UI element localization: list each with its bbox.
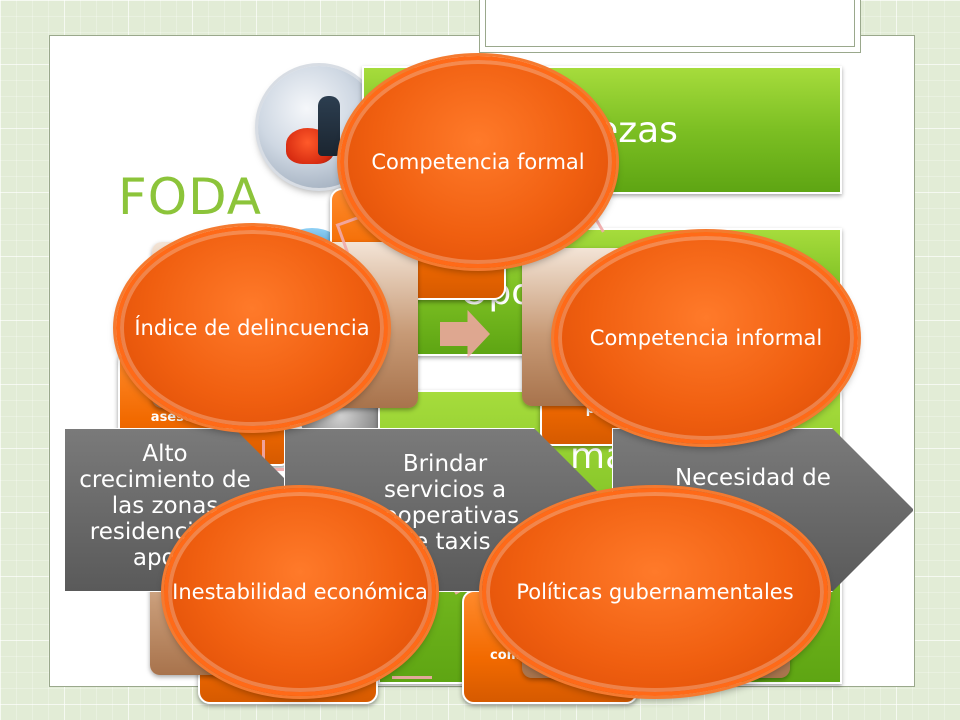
arrow-label: Necesidad de ... (675, 465, 831, 517)
arrow-label: Brindar servicios a cooperativas de taxi… (370, 451, 520, 555)
oval-label: Políticas gubernamentales (516, 580, 794, 604)
oval-label: Inestabilidad económica (172, 580, 428, 604)
oval-competencia-formal: Competencia formal (340, 56, 616, 268)
oval-indice-delincuencia: Índice de delincuencia (116, 226, 388, 430)
connector-curve-icon (392, 676, 432, 691)
oval-competencia-informal: Competencia informal (554, 232, 858, 444)
top-tab-frame (479, 0, 861, 53)
oval-politicas-gubernamentales: Políticas gubernamentales (482, 488, 828, 696)
slide-title: FODA (118, 168, 262, 226)
oval-label: Competencia formal (371, 150, 585, 174)
oval-label: Competencia informal (589, 326, 823, 350)
oval-label: Índice de delincuencia (134, 316, 370, 340)
person-shape (318, 96, 340, 156)
oval-inestabilidad-economica: Inestabilidad económica (164, 488, 436, 696)
